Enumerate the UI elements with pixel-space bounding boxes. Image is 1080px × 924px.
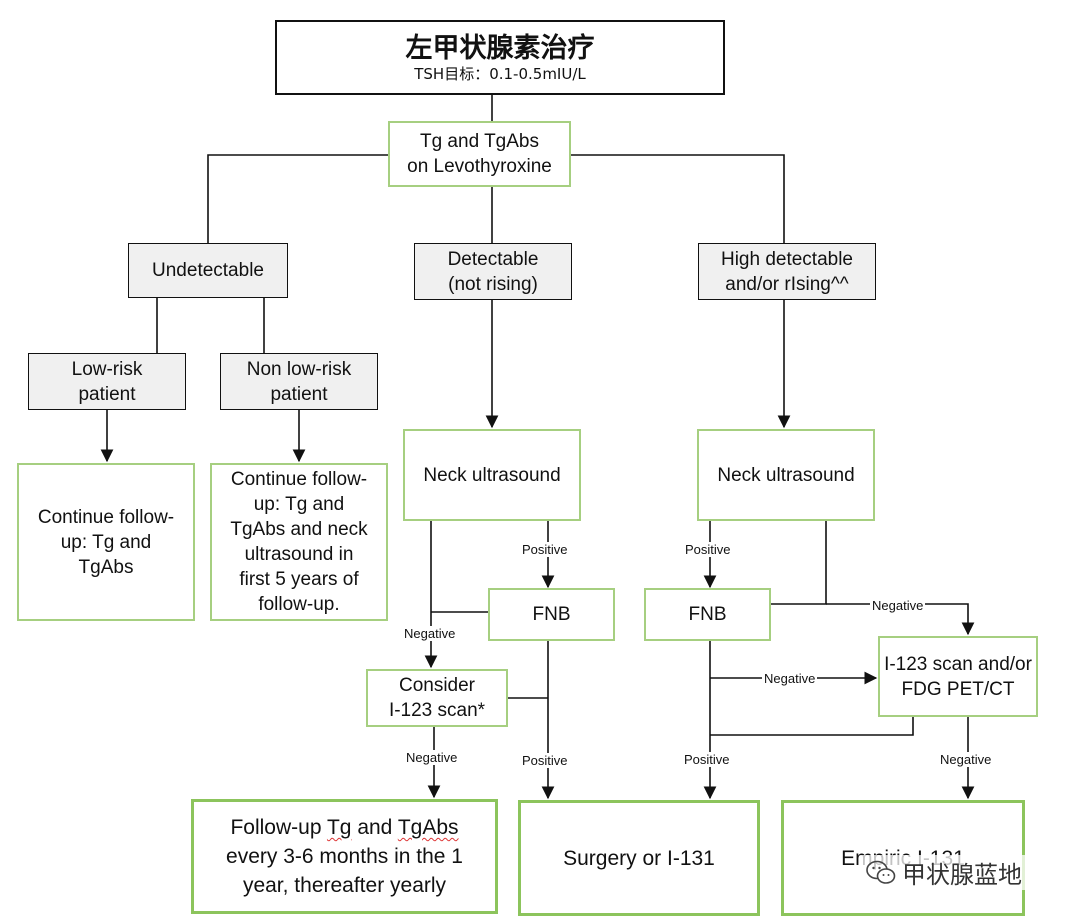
edge-label-negative-consider: Negative bbox=[404, 750, 460, 765]
followup-text-3: every 3-6 months in the 1 year, thereaft… bbox=[226, 845, 463, 897]
watermark: 甲状腺蓝地 bbox=[862, 855, 1026, 890]
watermark-text: 甲状腺蓝地 bbox=[902, 861, 1022, 889]
followup-text-2: and bbox=[351, 816, 398, 839]
title-box: 左甲状腺素治疗 TSH目标：0.1-0.5mIU/L bbox=[275, 20, 725, 95]
edge-label-positive-right: Positive bbox=[683, 542, 733, 557]
node-continue-non-low-risk: Continue follow- up: Tg and TgAbs and ne… bbox=[210, 463, 388, 621]
edge-label-negative-right: Negative bbox=[870, 598, 926, 613]
followup-tg: Tg bbox=[326, 816, 352, 839]
tsh-target: TSH目标：0.1-0.5mIU/L bbox=[414, 64, 586, 83]
edge-label-positive-fnb-mid: Positive bbox=[520, 753, 570, 768]
node-high-detectable: High detectable and/or rIsing^^ bbox=[698, 243, 876, 300]
node-fnb-right: FNB bbox=[644, 588, 771, 641]
node-fnb-mid: FNB bbox=[488, 588, 615, 641]
node-consider-i123: Consider I-123 scan* bbox=[366, 669, 508, 727]
node-neck-ultrasound-right: Neck ultrasound bbox=[697, 429, 875, 521]
wechat-icon bbox=[866, 860, 896, 884]
node-followup-yearly: Follow-up Tg and TgAbs every 3-6 months … bbox=[191, 799, 498, 914]
followup-text-1: Follow-up bbox=[230, 816, 327, 839]
node-continue-low-risk: Continue follow- up: Tg and TgAbs bbox=[17, 463, 195, 621]
followup-tgabs: TgAbs bbox=[397, 816, 459, 839]
edge-label-negative-fnb-right: Negative bbox=[762, 671, 818, 686]
node-i123-fdg: I-123 scan and/or FDG PET/CT bbox=[878, 636, 1038, 717]
node-detectable: Detectable (not rising) bbox=[414, 243, 572, 300]
node-tg-tgabs: Tg and TgAbs on Levothyroxine bbox=[388, 121, 571, 187]
diagram-title: 左甲状腺素治疗 bbox=[405, 32, 595, 64]
node-non-low-risk: Non low-risk patient bbox=[220, 353, 378, 410]
node-low-risk: Low-risk patient bbox=[28, 353, 186, 410]
edge-label-positive-fnb-right: Positive bbox=[682, 752, 732, 767]
edge-label-negative-i123: Negative bbox=[938, 752, 994, 767]
node-neck-ultrasound-mid: Neck ultrasound bbox=[403, 429, 581, 521]
node-undetectable: Undetectable bbox=[128, 243, 288, 298]
edge-label-positive-mid: Positive bbox=[520, 542, 570, 557]
edge-label-negative-mid: Negative bbox=[402, 626, 458, 641]
node-surgery-or-i131: Surgery or I-131 bbox=[518, 800, 760, 916]
